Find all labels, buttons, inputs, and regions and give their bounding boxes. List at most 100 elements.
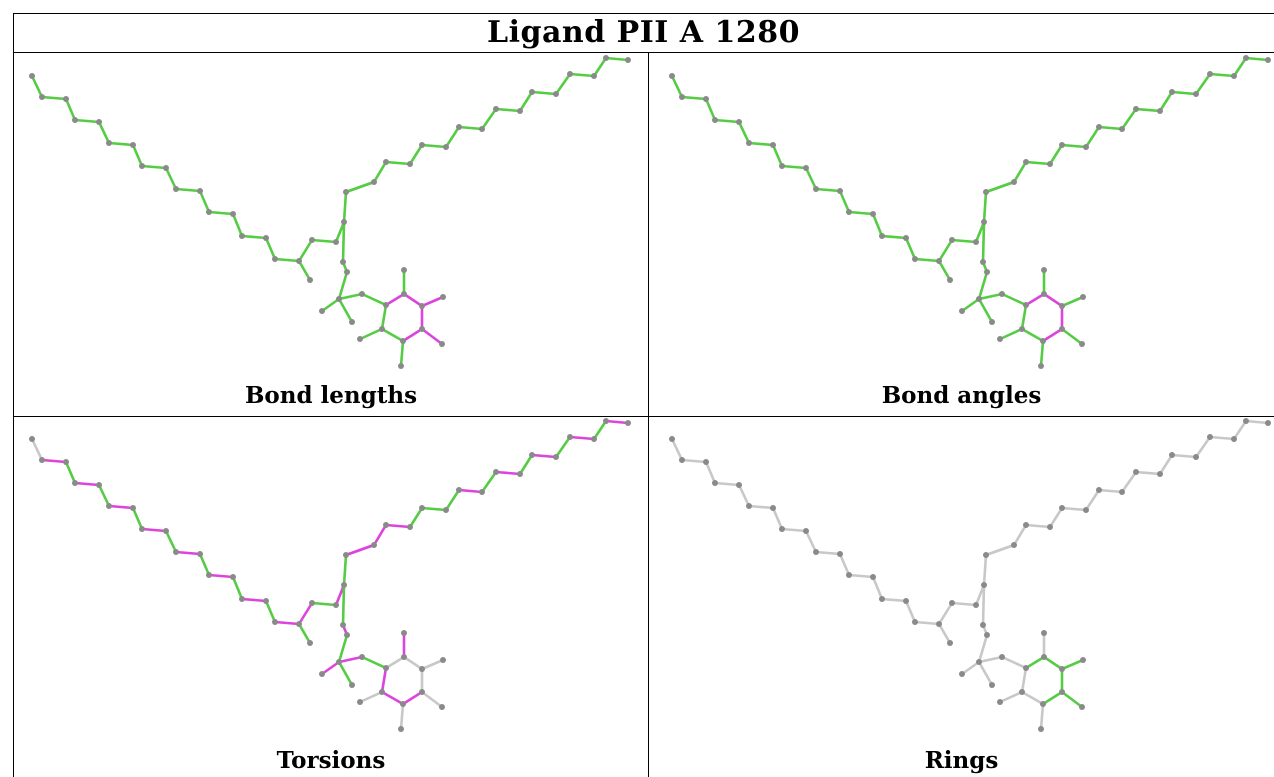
bond: [97, 120, 111, 145]
atom: [272, 256, 278, 262]
molecule-torsions: [29, 418, 631, 732]
atom: [29, 73, 35, 79]
atom: [239, 233, 245, 239]
atom: [669, 436, 675, 442]
atom: [379, 326, 385, 332]
bond: [680, 458, 708, 464]
bond: [747, 141, 775, 147]
bond: [480, 470, 498, 494]
bond: [64, 460, 77, 485]
column-divider: [648, 53, 649, 777]
bond: [737, 483, 751, 508]
atom: [997, 699, 1003, 705]
atom: [296, 621, 302, 627]
bond: [444, 125, 461, 149]
bond: [518, 453, 534, 476]
molecule-rings: [669, 418, 1271, 732]
caption-rings: Rings: [924, 747, 999, 774]
panel-torsions: Torsions: [14, 417, 648, 777]
atom: [1019, 689, 1025, 695]
atom: [206, 209, 212, 215]
bond: [871, 212, 884, 238]
atom: [479, 126, 485, 132]
atom: [383, 159, 389, 165]
atom: [96, 482, 102, 488]
atom: [591, 73, 597, 79]
atom: [959, 671, 965, 677]
atom: [625, 420, 631, 426]
atom: [770, 505, 776, 511]
atom: [1019, 326, 1025, 332]
bond: [981, 220, 986, 264]
bond: [207, 573, 235, 579]
bond: [1024, 523, 1052, 529]
atom: [401, 291, 407, 297]
bond: [1134, 470, 1162, 476]
bond: [420, 327, 444, 346]
atom: [319, 308, 325, 314]
atom: [1059, 689, 1065, 695]
bond: [1000, 292, 1028, 307]
bond: [231, 575, 244, 601]
atom: [903, 598, 909, 604]
atom: [336, 659, 342, 665]
atom: [1059, 326, 1065, 332]
bond: [1000, 655, 1028, 670]
atom: [1207, 434, 1213, 440]
atom: [359, 291, 365, 297]
bond: [747, 504, 775, 510]
bond: [771, 143, 784, 168]
bond: [73, 118, 101, 124]
atom: [383, 302, 389, 308]
atom: [679, 94, 685, 100]
atom: [230, 211, 236, 217]
atom: [1011, 542, 1017, 548]
bond: [977, 660, 994, 687]
atom: [1023, 665, 1029, 671]
atom: [959, 308, 965, 314]
atom: [1157, 108, 1163, 114]
atom: [813, 549, 819, 555]
bond: [984, 180, 1016, 194]
atom: [1041, 630, 1047, 636]
bond: [337, 660, 354, 687]
bond: [568, 72, 596, 78]
bond: [804, 529, 818, 554]
atom: [679, 457, 685, 463]
atom: [980, 622, 986, 628]
atom: [1083, 144, 1089, 150]
bond: [1024, 292, 1046, 307]
bond: [1208, 72, 1236, 78]
bond: [408, 506, 424, 529]
bond: [444, 488, 461, 512]
atom: [336, 296, 342, 302]
bond: [337, 633, 349, 664]
atom: [1011, 179, 1017, 185]
atom: [206, 572, 212, 578]
atom: [439, 704, 445, 710]
bond: [337, 297, 354, 324]
atom: [999, 291, 1005, 297]
bond: [1060, 658, 1085, 671]
atom: [479, 489, 485, 495]
bond: [1024, 655, 1046, 670]
atom: [912, 256, 918, 262]
bond: [344, 543, 376, 557]
bond: [297, 259, 312, 282]
bond: [1120, 107, 1138, 131]
atom: [1080, 294, 1086, 300]
bond: [40, 95, 68, 101]
atom: [625, 57, 631, 63]
atom: [163, 165, 169, 171]
atom: [879, 596, 885, 602]
atom: [419, 666, 425, 672]
atom: [407, 524, 413, 530]
bond: [977, 270, 989, 301]
atom: [307, 277, 313, 283]
atom: [1079, 704, 1085, 710]
atom: [1041, 267, 1047, 273]
bond: [107, 504, 135, 510]
atom: [163, 528, 169, 534]
atom: [1265, 420, 1271, 426]
molecule-bond-lengths: [29, 55, 631, 369]
